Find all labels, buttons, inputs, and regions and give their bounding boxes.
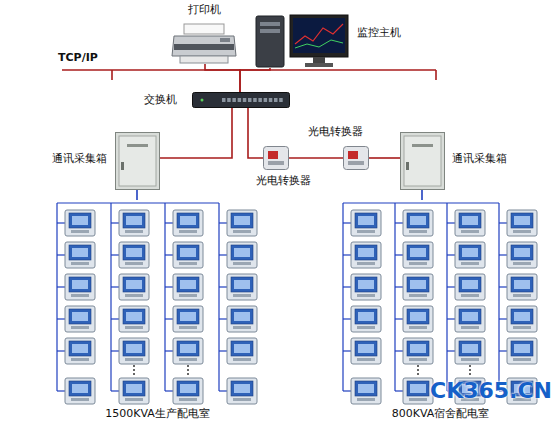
cable xyxy=(160,108,232,158)
meter-group: 1500KVA生产配电室 xyxy=(45,200,270,422)
monitor-host: 监控主机 xyxy=(255,14,350,68)
collection-box-shape xyxy=(115,132,160,190)
optical-converter-shape xyxy=(263,146,289,170)
optical-converter: 光电转换器 xyxy=(263,146,289,170)
protocol-label: TCP/IP xyxy=(58,51,98,64)
optical-converter: 光电转换器 xyxy=(343,146,369,170)
monitor-host-shape xyxy=(255,14,350,68)
device-label: 通讯采集箱 xyxy=(452,152,507,165)
device-label: 光电转换器 xyxy=(308,125,363,138)
cable xyxy=(240,68,270,92)
cable xyxy=(369,157,400,159)
device-label: 监控主机 xyxy=(357,26,401,39)
network-switch-shape xyxy=(192,92,290,108)
collection-box-shape xyxy=(400,132,445,190)
printer-icon-shape xyxy=(170,22,238,64)
collection-box: 通讯采集箱 xyxy=(400,132,445,190)
cable xyxy=(205,64,240,92)
device-label: 打印机 xyxy=(188,3,221,16)
cable xyxy=(136,190,138,200)
device-label: 交换机 xyxy=(144,93,177,106)
meter-group-shape xyxy=(45,200,270,422)
connectors xyxy=(137,64,422,200)
cable xyxy=(289,157,343,159)
watermark: CK365.CN xyxy=(430,378,552,403)
device-label: 光电转换器 xyxy=(256,174,311,187)
network-switch: 交换机 xyxy=(192,92,290,108)
meter-array xyxy=(57,203,257,404)
cable xyxy=(248,108,263,158)
tcp-ip-bus xyxy=(62,70,436,80)
optical-converter-shape xyxy=(343,146,369,170)
room-caption: 800KVA宿舍配电室 xyxy=(392,407,490,420)
cable xyxy=(421,190,423,200)
collection-box: 通讯采集箱 xyxy=(115,132,160,190)
meter-array xyxy=(343,203,537,404)
device-label: 通讯采集箱 xyxy=(52,152,107,165)
printer-icon: 打印机 xyxy=(170,22,238,64)
room-caption: 1500KVA生产配电室 xyxy=(105,407,210,420)
